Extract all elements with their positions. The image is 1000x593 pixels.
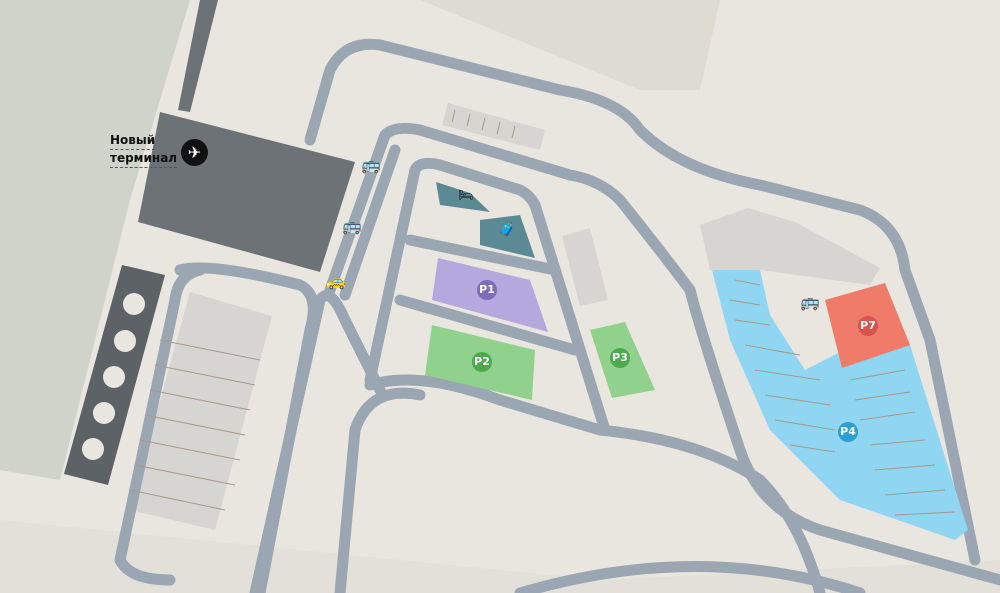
gate-circles xyxy=(82,293,145,460)
parking-p4 xyxy=(712,270,968,540)
terminal-label-line1: Новый xyxy=(110,132,156,150)
lot-mid xyxy=(562,228,608,306)
parking-marks xyxy=(129,109,956,516)
bus-icon[interactable]: 🚌 xyxy=(800,292,820,311)
parking-luggage xyxy=(480,215,535,258)
taxi-icon[interactable]: 🚕 xyxy=(326,271,346,290)
grass-left xyxy=(0,0,190,480)
parking-badge-p4[interactable]: P4 xyxy=(838,422,858,442)
parking-badge-p7[interactable]: P7 xyxy=(858,316,878,336)
lot-left xyxy=(130,292,272,530)
terminal-label-line2: терминал xyxy=(110,150,178,168)
airplane-icon[interactable]: ✈ xyxy=(181,139,208,166)
bus-icon[interactable]: 🚌 xyxy=(361,155,381,174)
shuttle-icon[interactable]: 🚌 xyxy=(342,216,362,235)
parking-badge-p2[interactable]: P2 xyxy=(472,352,492,372)
lot-right xyxy=(700,208,880,285)
terminal-label[interactable]: Новый терминал xyxy=(110,132,178,168)
parking-badge-p3[interactable]: P3 xyxy=(610,348,630,368)
hotel-icon: 🛏 xyxy=(458,188,474,202)
luggage-icon: 🧳 xyxy=(498,222,516,238)
pier xyxy=(178,0,218,112)
parking-badge-p1[interactable]: P1 xyxy=(477,280,497,300)
parking-hotel xyxy=(436,182,490,212)
lot-top xyxy=(442,103,545,150)
grass-top xyxy=(420,0,720,90)
roads xyxy=(114,38,1000,593)
